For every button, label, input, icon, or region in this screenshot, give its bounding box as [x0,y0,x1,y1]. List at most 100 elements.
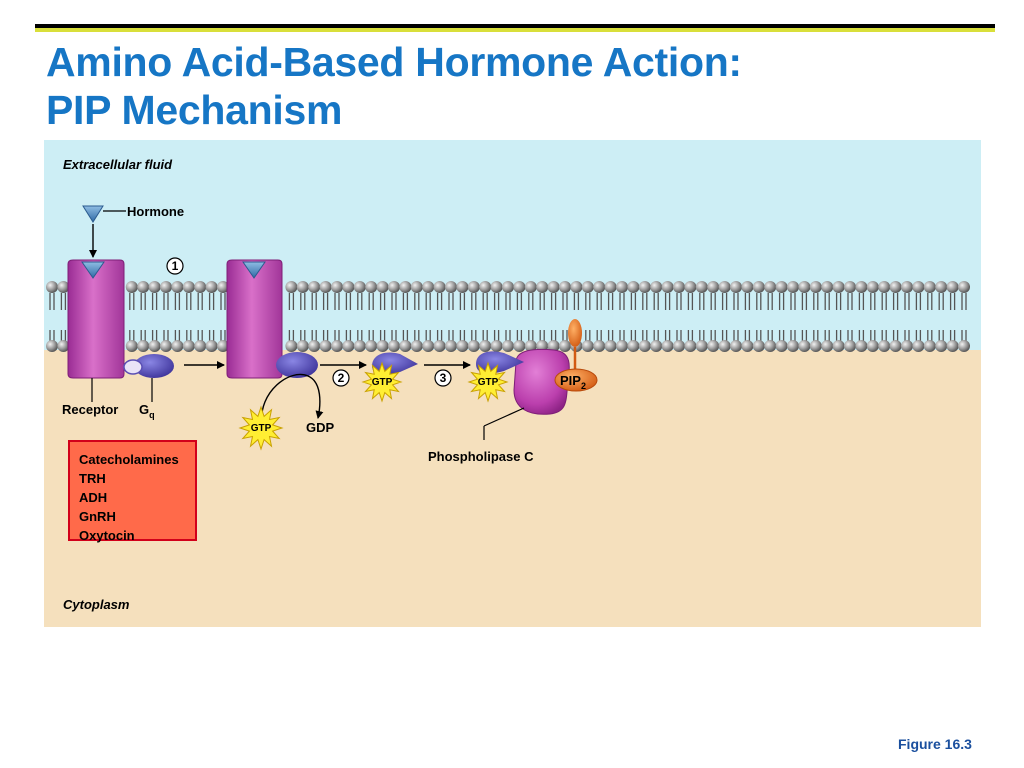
lipid-head [570,281,583,293]
hormone-list-item: GnRH [79,509,116,524]
lipid-head [832,281,845,293]
step-3-marker [434,369,452,387]
lipid-head [684,281,697,293]
gq-protein [134,354,174,378]
lipid-head [559,340,571,352]
lipid-head [171,340,184,352]
lipid-head [844,281,856,293]
lipid-head [775,340,788,352]
lipid-head [775,281,788,293]
step-2-marker [332,369,350,387]
lipid-head [638,281,651,293]
lipid-head [718,281,731,293]
lipid-head [787,340,799,352]
lipid-head [137,340,150,352]
lipid-head [764,340,777,352]
lipid-head [524,340,537,352]
lipid-head [456,281,469,293]
lipid-head [923,281,936,293]
lipid-head [730,281,742,293]
lipid-head [707,281,720,293]
lipid-head [502,340,514,352]
lipid-head [342,340,355,352]
pip-mechanism-diagram: Extracellular fluid Cytoplasm Hormone Re… [44,140,981,627]
step-3-label: 3 [440,371,447,385]
figure-label: Figure 16.3 [898,736,972,752]
hormone-list-item: Oxytocin [79,528,135,543]
lipid-head [376,281,389,293]
pip2-headgroup [568,319,582,347]
lipid-head [901,340,913,352]
hormone-examples-box: Catecholamines TRH ADH GnRH Oxytocin [68,440,197,543]
gq-label-base: G [139,402,149,417]
lipid-head [445,281,457,293]
lipid-head [958,340,970,352]
lipid-head [467,281,480,293]
receptor-label: Receptor [62,402,118,417]
extracellular-region [44,140,981,350]
lipid-head [285,281,298,293]
lipid-head [935,340,948,352]
lipid-head [490,281,503,293]
hormone-icon [82,205,104,223]
lipid-head [764,281,777,293]
extracellular-fluid-label: Extracellular fluid [63,157,173,172]
lipid-head [821,340,834,352]
lipid-head [182,340,195,352]
pip2-label-base: PIP [560,373,581,388]
lipid-head [593,340,606,352]
lipid-head [878,340,891,352]
lipid-head [787,281,799,293]
hormone-list-item: ADH [79,490,108,505]
gq-label-sub: q [149,410,155,420]
lipid-head [410,281,423,293]
lipid-head [889,340,902,352]
lipid-head [673,340,685,352]
cytoplasm-region [44,350,981,627]
lipid-head [741,340,754,352]
lipid-head [182,281,195,293]
hormone-list-item: TRH [79,471,106,486]
lipid-head [798,281,811,293]
lipid-head [296,281,309,293]
lipid-head [490,340,503,352]
lipid-head [160,281,172,293]
lipid-head [627,340,640,352]
gdp-label: GDP [306,420,335,435]
gtp-label-3: GTP [478,377,499,388]
lipid-head [433,340,446,352]
lipid-head [616,340,628,352]
lipid-head [296,340,309,352]
lipid-head [422,281,435,293]
lipid-head [809,281,822,293]
cell-membrane [46,281,970,352]
lipid-head [148,281,161,293]
title-line-1: Amino Acid-Based Hormone Action: [46,39,742,85]
lipid-head [627,281,640,293]
lipid-head [695,340,708,352]
pip2-label: PIP2 [560,373,586,391]
lipid-head [205,340,218,352]
lipid-head [581,281,594,293]
lipid-head [388,281,400,293]
lipid-head [524,281,537,293]
lipid-head [923,340,936,352]
lipid-head [467,340,480,352]
lipid-head [388,340,400,352]
slide-title: Amino Acid-Based Hormone Action: PIP Mec… [46,38,742,134]
lipid-head [547,281,560,293]
lipid-head [137,281,150,293]
lipid-head [866,340,879,352]
lipid-head [855,340,868,352]
phospholipase-leader-1 [483,407,525,427]
lipid-head [935,281,948,293]
phospholipase-c-label: Phospholipase C [428,449,534,464]
lipid-head [46,281,58,293]
lipid-head [479,340,492,352]
receptor-protein [67,259,125,379]
lipid-head [946,281,959,293]
lipid-head [741,281,754,293]
lipid-head [889,281,902,293]
gq-label: Gq [139,402,155,420]
lipid-head [661,281,674,293]
